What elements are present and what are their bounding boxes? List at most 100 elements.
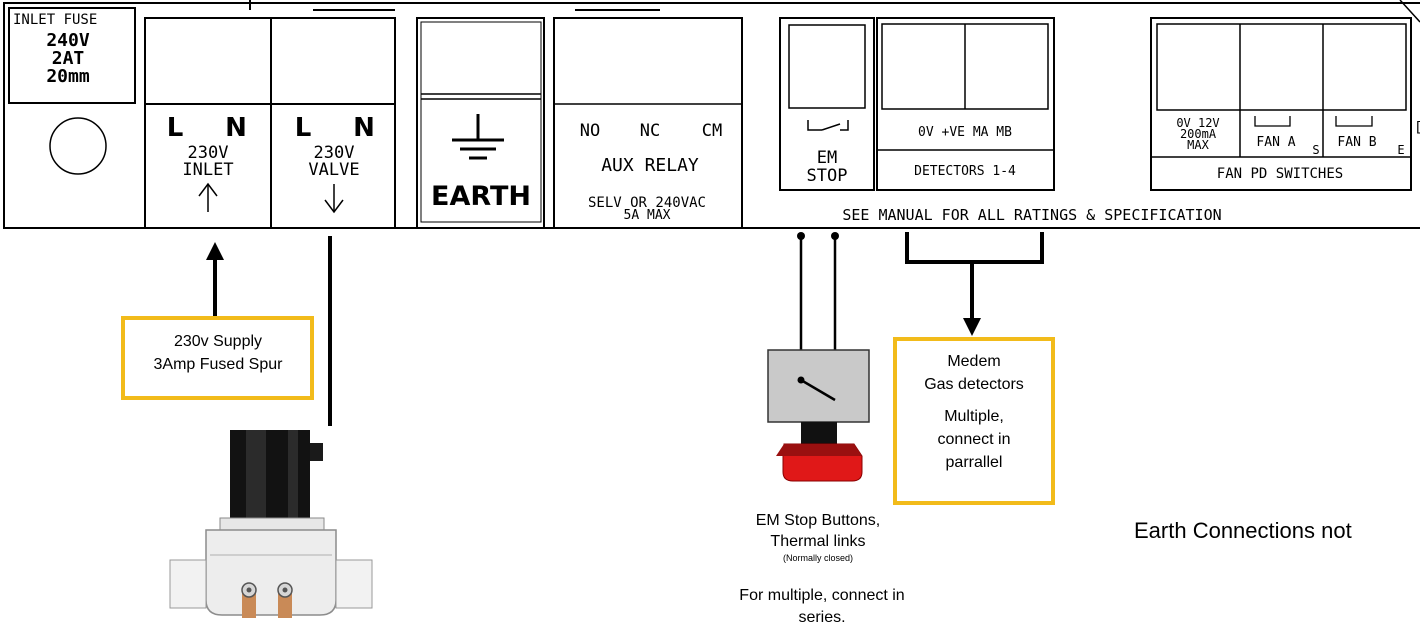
em-stop-caption-line5: series. xyxy=(798,609,845,626)
fan-switches-socket xyxy=(1156,23,1407,111)
detectors-callout-line4: connect in xyxy=(938,431,1011,448)
manual-note: SEE MANUAL FOR ALL RATINGS & SPECIFICATI… xyxy=(842,206,1221,224)
valve-connector xyxy=(307,443,323,461)
detectors-callout-box xyxy=(893,337,1055,505)
earth-terminal-outline xyxy=(416,17,545,229)
detectors-terminal: 0V +VE MA MB DETECTORS 1-4 xyxy=(876,17,1055,191)
earth-label: EARTH xyxy=(431,181,531,212)
supply-callout: 230v Supply 3Amp Fused Spur xyxy=(121,316,314,400)
detectors-terminals-label: 0V +VE MA MB xyxy=(918,125,1012,140)
em-stop-button-icon xyxy=(767,349,870,482)
up-arrow-icon xyxy=(198,182,218,212)
em-stop-cap-top xyxy=(776,444,862,456)
em-stop-outline xyxy=(779,17,875,191)
valve-neutral-label: N xyxy=(353,113,375,143)
valve-body xyxy=(205,529,337,616)
em-stop-caption-line3: (Normally closed) xyxy=(783,553,853,563)
supply-callout-line1: 230v Supply xyxy=(174,333,262,350)
aux-relay-outline xyxy=(553,17,743,229)
detectors-callout-line3: Multiple, xyxy=(944,408,1004,425)
earth-connections-note: Earth Connections not xyxy=(1134,518,1352,543)
valve-live-label: L xyxy=(295,113,312,143)
switch-contact-icon xyxy=(807,120,849,131)
earth-terminal: EARTH xyxy=(416,17,545,229)
detectors-callout-line5: parrallel xyxy=(946,454,1003,471)
panel-edge-bracket: [ xyxy=(1414,120,1420,136)
switch-contact-icon xyxy=(1254,116,1373,127)
fan-b-suffix: E xyxy=(1397,143,1404,157)
supply-callout-line2: 3Amp Fused Spur xyxy=(154,356,284,373)
em-stop-socket xyxy=(788,24,866,109)
valve-terminal-tab xyxy=(278,590,292,618)
valve-screw-center xyxy=(282,587,288,593)
fuse-voltage: 240V xyxy=(46,30,90,51)
em-stop-housing xyxy=(767,349,870,423)
valve-coil-highlight xyxy=(246,430,266,518)
fuse-holder-icon xyxy=(49,117,107,175)
inlet-voltage: 230V xyxy=(188,143,229,163)
inlet-terminal: L N 230V INLET xyxy=(167,113,247,212)
em-stop-caption: EM Stop Buttons, Thermal links (Normally… xyxy=(739,512,904,626)
detector-bus-bracket xyxy=(905,232,1044,264)
down-arrow-icon xyxy=(324,184,344,214)
aux-nc-label: NC xyxy=(640,121,660,141)
fuse-section: INLET FUSE 240V 2AT 20mm xyxy=(8,7,136,175)
em-stop-stem xyxy=(801,422,837,444)
detector-wires xyxy=(905,232,1044,320)
valve-bonnet xyxy=(219,517,325,531)
panel-corner-stub xyxy=(1399,0,1420,23)
aux-cm-label: CM xyxy=(702,121,722,141)
detectors-callout-line1: Medem xyxy=(947,353,1000,370)
fan-b-label: FAN B xyxy=(1337,135,1376,150)
aux-spec-line2: 5A MAX xyxy=(624,208,671,223)
valve-port-left xyxy=(169,559,207,609)
detectors-outline xyxy=(876,17,1055,191)
valve-terminal: L N 230V VALVE xyxy=(295,113,375,214)
fuse-label-box xyxy=(8,7,136,104)
fuse-title: INLET FUSE xyxy=(13,12,97,28)
supply-wire xyxy=(206,242,224,320)
arrow-up-icon xyxy=(206,242,224,260)
fuse-rating: 2AT xyxy=(52,48,85,69)
valve-screw-center xyxy=(246,587,252,593)
earth-ground-icon xyxy=(452,114,504,160)
valve-port-right xyxy=(335,559,373,609)
aux-spec-line1: SELV OR 240VAC xyxy=(588,195,706,211)
fan-switches-outline xyxy=(1150,17,1412,191)
fan-switches-label: FAN PD SWITCHES xyxy=(1217,166,1343,182)
valve-voltage: 230V xyxy=(314,143,355,163)
aux-no-label: NO xyxy=(580,121,600,141)
fan-power-line2: 200mA xyxy=(1180,127,1217,141)
aux-relay-label: AUX RELAY xyxy=(601,155,699,176)
mains-terminal-block xyxy=(144,17,396,229)
fan-a-label: FAN A xyxy=(1256,135,1295,150)
fan-power-line1: 0V 12V xyxy=(1176,116,1219,130)
em-stop-terminal: EM STOP xyxy=(779,17,875,191)
em-stop-line2: STOP xyxy=(807,166,848,186)
arrow-down-icon xyxy=(963,318,981,336)
inlet-label: INLET xyxy=(182,160,233,180)
terminal-panel xyxy=(3,0,1420,229)
solenoid-valve-icon xyxy=(169,430,373,618)
switch-blade xyxy=(800,378,836,402)
fuse-size: 20mm xyxy=(46,66,90,87)
valve-label: VALVE xyxy=(308,160,359,180)
fan-switches-terminal: 0V 12V 200mA MAX FAN A S FAN B E FAN PD … xyxy=(1150,0,1420,191)
valve-coil-highlight xyxy=(288,430,298,518)
fan-a-suffix: S xyxy=(1312,143,1319,157)
em-stop-caption-line4: For multiple, connect in xyxy=(739,587,904,604)
detectors-callout-line2: Gas detectors xyxy=(924,376,1024,393)
supply-callout-box xyxy=(121,316,314,400)
em-stop-caption-line2: Thermal links xyxy=(770,533,865,550)
detectors-label: DETECTORS 1-4 xyxy=(914,164,1016,179)
fan-power-line3: MAX xyxy=(1187,138,1209,152)
detectors-callout: Medem Gas detectors Multiple, connect in… xyxy=(893,337,1055,505)
aux-relay-terminal: NO NC CM AUX RELAY SELV OR 240VAC 5A MAX xyxy=(553,17,743,229)
earth-terminal-inner xyxy=(420,21,542,223)
em-stop-line1: EM xyxy=(817,148,837,168)
inlet-live-label: L xyxy=(167,113,184,143)
valve-terminal-tab xyxy=(242,590,256,618)
inlet-neutral-label: N xyxy=(225,113,247,143)
